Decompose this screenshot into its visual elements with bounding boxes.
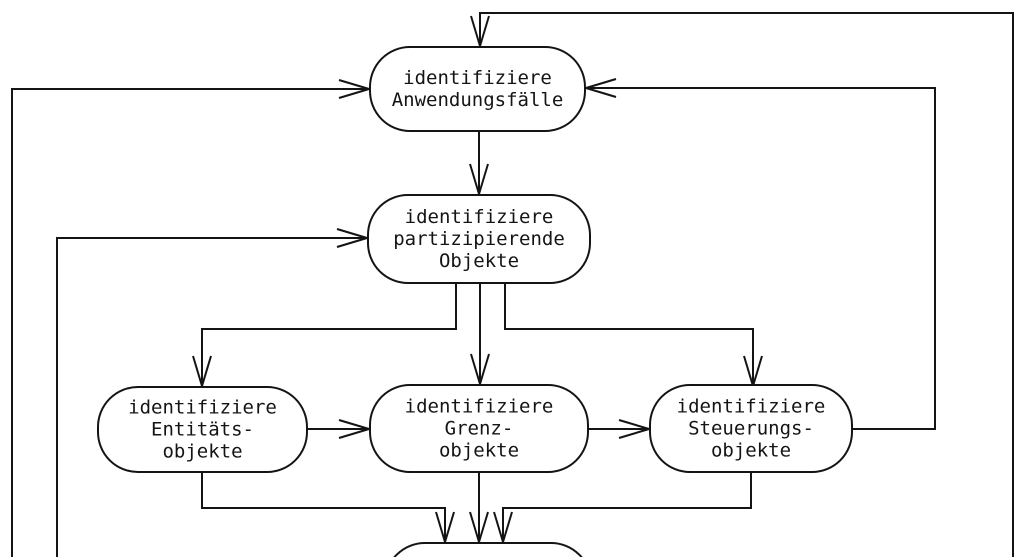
node-label-steuerungs-objekte-line3: objekte: [711, 440, 791, 462]
edge-bottom-loop-to-anwendungsfaelle-left: [11, 79, 370, 557]
node-label-steuerungs-objekte-line2: Steuerungs-: [688, 418, 814, 440]
node-label-entitaets-objekte-line2: Entitäts-: [151, 419, 254, 441]
node-label-grenz-objekte-line1: identifiziere: [405, 396, 554, 418]
node-label-steuerungs-objekte-line1: identifiziere: [677, 396, 826, 418]
node-label-partizipierende-line2: partizipierende: [393, 228, 565, 250]
edge-grenz-to-steuerungs: [588, 419, 650, 439]
edge-entitaets-to-bottom-node: [201, 472, 455, 543]
edge-entitaets-to-grenz: [307, 419, 370, 439]
node-label-anwendungsfaelle-line2: Anwendungsfälle: [392, 89, 564, 111]
edge-bottom-loop-to-partizipierende-left: [56, 228, 368, 557]
node-label-entitaets-objekte-line1: identifiziere: [128, 397, 277, 419]
node-label-partizipierende-line3: Objekte: [439, 250, 519, 272]
edge-steuerungs-to-bottom-node: [493, 472, 752, 543]
node-bottom-node-partial: [393, 542, 583, 557]
node-label-grenz-objekte-line2: Grenz-: [445, 418, 514, 440]
edge-anwendungsfaelle-to-partizipierende: [469, 131, 489, 195]
edge-partizipierende-to-entitaets: [192, 283, 457, 387]
edge-partizipierende-to-steuerungs: [504, 283, 763, 387]
edge-grenz-to-bottom-node: [469, 472, 489, 543]
edge-steuerungs-to-anwendungsfaelle-right: [585, 78, 936, 430]
node-label-anwendungsfaelle-line1: identifiziere: [403, 67, 552, 89]
edge-partizipierende-to-grenz: [470, 283, 490, 385]
edge-bottom-loop-to-anwendungsfaelle-top: [470, 12, 1014, 557]
node-label-grenz-objekte-line3: objekte: [439, 440, 519, 462]
node-label-partizipierende-line1: identifiziere: [405, 206, 554, 228]
node-label-entitaets-objekte-line3: objekte: [162, 441, 242, 463]
